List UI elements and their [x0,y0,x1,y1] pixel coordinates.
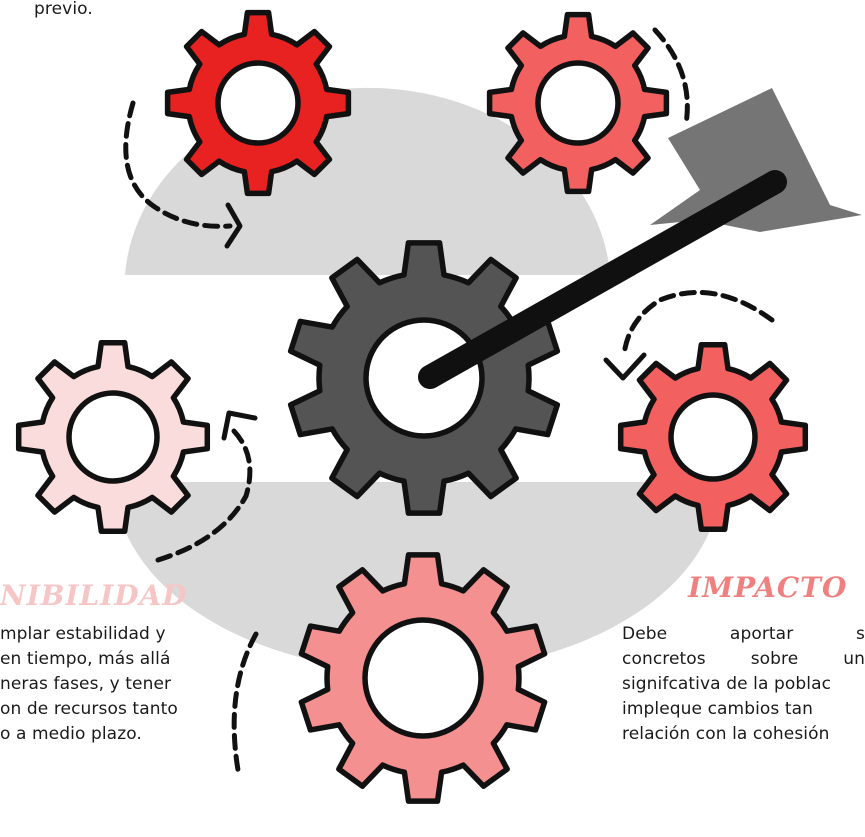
gear-right [617,341,809,533]
impact-line: Debe aportar s [622,622,865,647]
gear-top-left [164,9,352,197]
impact-line: impleque cambios tan [622,699,814,719]
gear-hole [66,390,160,484]
cycle-arrow-icon [123,100,233,229]
gear-bottom [298,552,548,804]
impact-line: concretos sobre un [622,647,865,672]
impact-line: relación con la cohesión [622,724,830,744]
gear-left [15,339,211,535]
gear-hole [668,392,758,482]
cycle-arrow-icon [621,289,775,358]
impact-word: s [856,624,865,644]
impact-description: Debe aportar s concretos sobre un signif… [622,622,865,747]
sustainability-line: en tiempo, más allá [0,649,171,669]
gear-hole [215,60,301,146]
sustainability-line: mplar estabilidad y [0,624,166,644]
sustainability-description: mplar estabilidad y en tiempo, más allá … [0,622,222,747]
sustainability-line: on de recursos tanto [0,699,178,719]
cycle-arrow-icon [231,631,259,773]
arrowhead-icon [221,410,258,441]
dart-fletching-icon [650,88,862,232]
intro-text-fragment: previo. [34,0,93,19]
impact-word: sobre [750,649,799,669]
gear-top-right [486,11,670,195]
impact-heading: IMPACTO [688,571,848,604]
arrowhead-icon [603,352,647,381]
sustainability-line: o a medio plazo. [0,724,142,744]
sustainability-line: neras fases, y tener [0,674,172,694]
dart-arrow-icon [418,170,787,389]
cycle-arrow-icon [155,427,253,563]
gear-hole [535,60,621,146]
impact-word: un [843,649,865,669]
sustainability-heading: NIBILIDAD [0,579,188,612]
impact-word: Debe [622,624,668,644]
arrowhead-icon [224,202,243,249]
gear-hole [362,617,484,739]
impact-line: signifcativa de la poblac [622,674,832,694]
cycle-arrow-icon [652,27,690,127]
impact-word: concretos [622,649,706,669]
gear-hole-ring [369,323,479,433]
impact-word: aportar [729,624,794,644]
